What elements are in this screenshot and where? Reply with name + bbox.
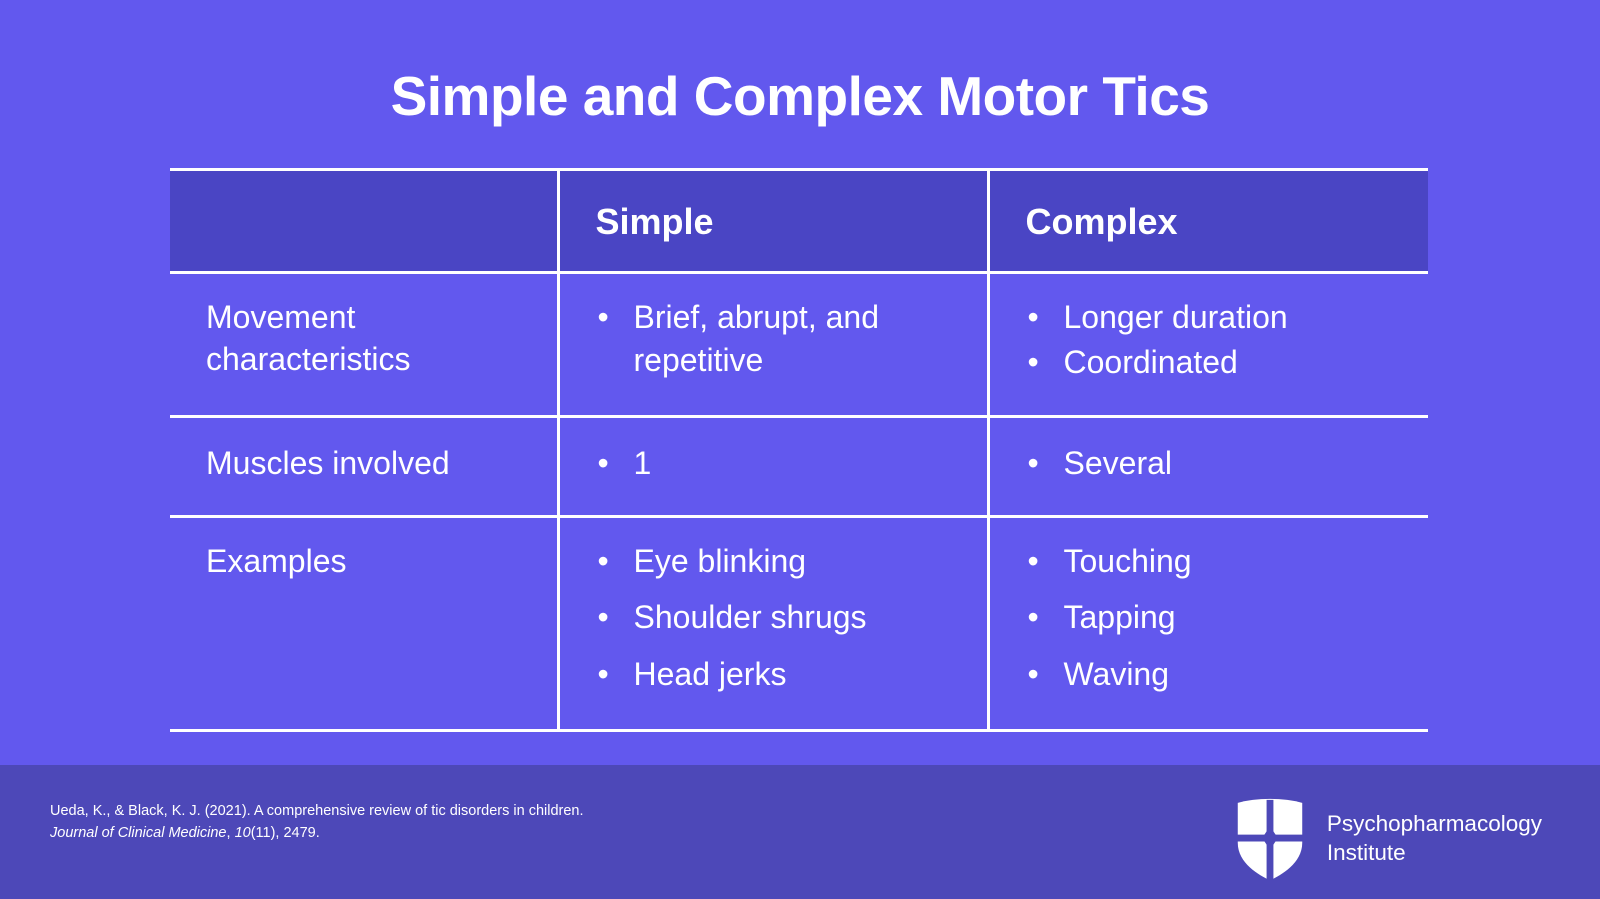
list-item: • Brief, abrupt, and repetitive [594, 296, 971, 381]
bullet-icon: • [1027, 655, 1039, 692]
table-row: Movement characteristics • Brief, abrupt… [170, 272, 1429, 419]
cell-examples-complex: • Touching • Tapping • Waving [986, 516, 1429, 733]
list-item-text: Head jerks [633, 655, 787, 692]
bullet-list: • 1 [560, 418, 987, 515]
brand-name: Psychopharmacology Institute [1327, 810, 1542, 868]
list-item-text: Several [1063, 445, 1173, 482]
citation-text: Ueda, K., & Black, K. J. (2021). A compr… [50, 801, 584, 845]
citation-issue-pages: (11), 2479. [250, 824, 320, 841]
header-label-simple: Simple [595, 201, 714, 242]
list-item-text: Tapping [1063, 599, 1176, 636]
header-label-complex: Complex [1025, 201, 1178, 242]
comparison-table-wrapper: Simple Complex Movement characteristics … [170, 168, 1429, 733]
list-item: • Shoulder shrugs [594, 596, 971, 639]
bullet-icon: • [597, 655, 609, 692]
brand-lockup: Psychopharmacology Institute [1231, 797, 1542, 881]
cell-movement-simple: • Brief, abrupt, and repetitive [556, 272, 988, 419]
header-cell-complex: Complex [986, 168, 1428, 274]
list-item-text: Touching [1063, 542, 1192, 579]
bullet-list: • Touching • Tapping • Waving [990, 518, 1429, 730]
table-row: Examples • Eye blinking • Shoulder shrug… [170, 516, 1429, 733]
shield-logo-icon [1234, 798, 1306, 881]
table-header-row: Simple Complex [170, 168, 1428, 274]
citation-line-1: Ueda, K., & Black, K. J. (2021). A compr… [50, 803, 584, 819]
cell-muscles-complex: • Several [986, 416, 1429, 518]
page-title: Simple and Complex Motor Tics [390, 65, 1210, 127]
header-cell-simple: Simple [556, 168, 988, 274]
bullet-icon: • [597, 299, 609, 335]
list-item: • Longer duration [1024, 296, 1413, 339]
row-label-examples: Examples [206, 542, 347, 579]
list-item: • 1 [594, 442, 971, 485]
list-item-text: 1 [633, 445, 652, 482]
list-item: • Several [1024, 442, 1413, 485]
footer-bar: Ueda, K., & Black, K. J. (2021). A compr… [0, 765, 1600, 899]
bullet-icon: • [597, 599, 609, 636]
list-item-text: Coordinated [1063, 343, 1238, 380]
bullet-icon: • [1027, 542, 1039, 579]
slide-body: Simple and Complex Motor Tics Simple Com… [170, 65, 1429, 733]
list-item: • Touching [1024, 540, 1413, 583]
bullet-icon: • [1027, 445, 1039, 482]
row-label-cell: Muscles involved [170, 416, 558, 518]
citation-separator: , [226, 824, 235, 841]
comparison-table: Simple Complex Movement characteristics … [170, 168, 1429, 733]
bullet-icon: • [597, 445, 609, 482]
row-label-cell: Examples [170, 516, 558, 733]
list-item-text: Waving [1063, 655, 1170, 692]
bullet-list: • Longer duration • Coordinated [990, 274, 1429, 415]
list-item: • Coordinated [1024, 341, 1413, 384]
bullet-list: • Brief, abrupt, and repetitive [560, 274, 987, 413]
citation-volume: 10 [234, 824, 251, 841]
list-item-text: Brief, abrupt, and repetitive [633, 299, 879, 378]
bullet-list: • Several [990, 418, 1429, 515]
list-item-text: Longer duration [1063, 299, 1288, 335]
list-item-text: Eye blinking [633, 542, 807, 579]
bullet-icon: • [597, 542, 609, 579]
list-item-text: Shoulder shrugs [633, 599, 867, 636]
bullet-icon: • [1027, 599, 1039, 636]
bullet-list: • Eye blinking • Shoulder shrugs • Head … [560, 518, 987, 730]
citation-journal-name: Journal of Clinical Medicine [50, 824, 227, 841]
header-cell-blank [170, 168, 558, 274]
cell-muscles-simple: • 1 [556, 416, 988, 518]
bullet-icon: • [1027, 343, 1039, 380]
brand-line-2: Institute [1326, 840, 1406, 865]
cell-movement-complex: • Longer duration • Coordinated [986, 272, 1429, 419]
cell-examples-simple: • Eye blinking • Shoulder shrugs • Head … [556, 516, 988, 733]
table-row: Muscles involved • 1 • [170, 416, 1429, 518]
list-item: • Waving [1024, 653, 1413, 696]
row-label-cell: Movement characteristics [170, 272, 558, 419]
list-item: • Head jerks [594, 653, 971, 696]
list-item: • Tapping [1024, 596, 1413, 639]
list-item: • Eye blinking [594, 540, 971, 583]
row-label-movement-characteristics: Movement characteristics [206, 299, 411, 378]
row-label-muscles-involved: Muscles involved [206, 445, 450, 482]
header-label-blank [170, 171, 557, 201]
bullet-icon: • [1027, 299, 1039, 335]
brand-line-1: Psychopharmacology [1326, 811, 1542, 837]
